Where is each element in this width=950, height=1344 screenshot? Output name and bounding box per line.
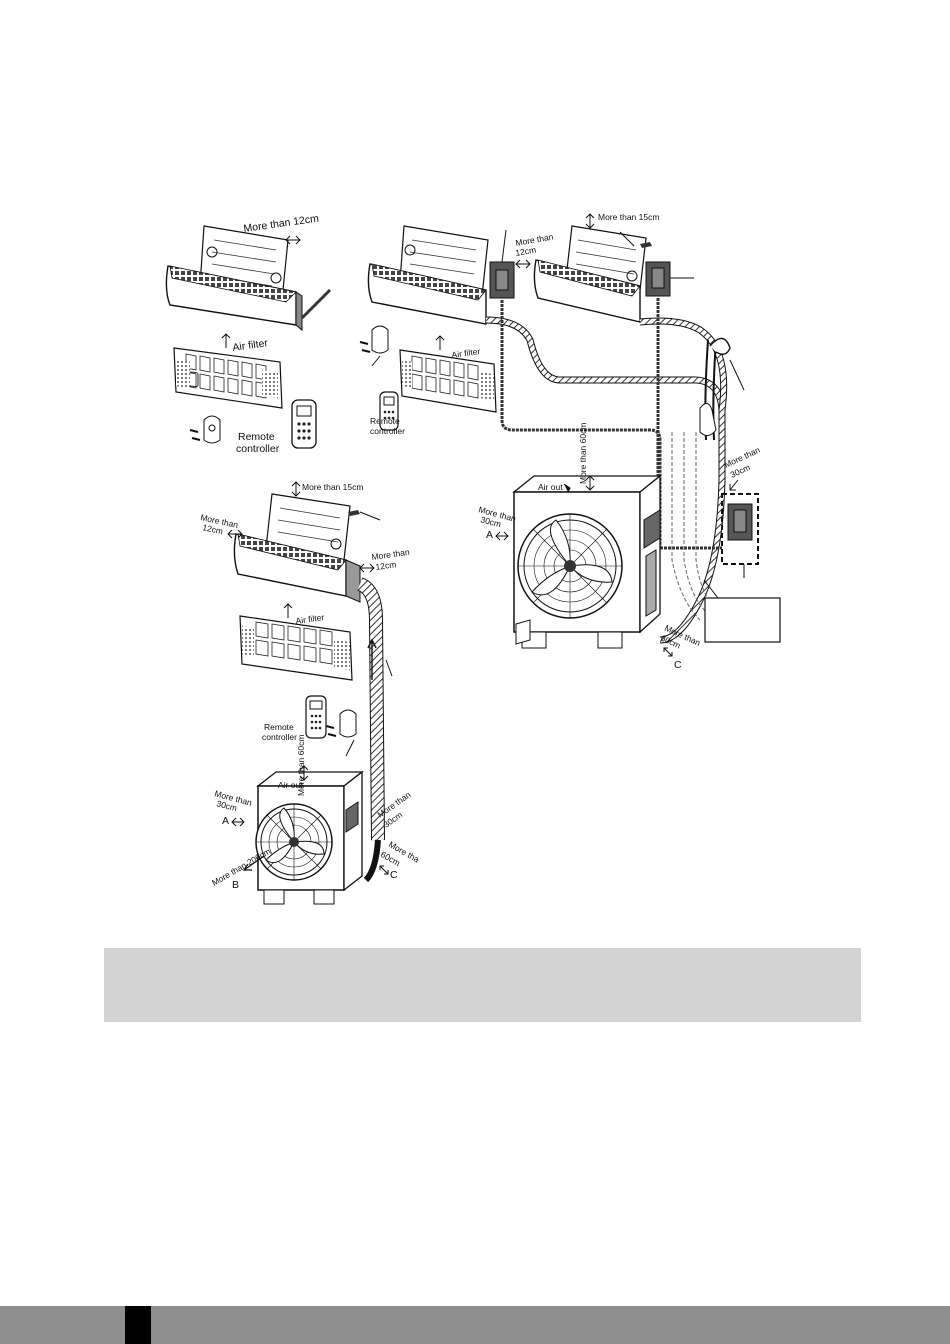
tr-15cm-label: More than 15cm: [598, 212, 659, 222]
outdoor-switch-box: [703, 493, 759, 599]
indoor-unit-bottom-left: [233, 493, 381, 603]
tr-remote-label: Remote: [370, 416, 400, 426]
switch-box-b: [645, 261, 694, 297]
piping-bottom-left: [356, 577, 393, 883]
tl-air-filter-label: Air filter: [232, 337, 269, 354]
tr-air-filter-label: Air filter: [451, 346, 481, 360]
bl-60cm-label: More than 60cm: [296, 735, 306, 796]
tl-remote-label: Remote: [238, 431, 275, 443]
remote-holder-top-left: [189, 415, 221, 444]
air-filter-top-left: [173, 333, 283, 409]
outdoor-unit-top-right: [512, 474, 662, 649]
bl-a-label: A: [222, 815, 229, 827]
air-filter-top-right: [399, 335, 497, 413]
bl-15cm-label: More than 15cm: [302, 482, 363, 492]
bl-air-filter-label: Air filter: [295, 612, 325, 626]
switch-box-a: [489, 229, 515, 299]
tr-controller-label: controller: [370, 426, 405, 436]
remote-controller-top-right: [379, 391, 399, 431]
tr-a-label: A: [486, 529, 493, 541]
tr-air-out-label: Air out: [538, 482, 563, 492]
note-box: [104, 948, 861, 1022]
footer-bar: [0, 1306, 950, 1344]
air-filter-bottom-left: [239, 603, 353, 681]
tl-controller-label: controller: [236, 443, 280, 455]
bl-12cm-label-b: 12cm: [202, 522, 224, 536]
bl-air-out-label: Air out: [278, 780, 303, 790]
tr-12cm-label-b: 12cm: [515, 245, 537, 258]
callout-box: [704, 597, 781, 643]
tr-c-label: C: [674, 659, 682, 671]
footer-page-tab: [125, 1306, 151, 1344]
bl-remote-label: Remote: [264, 722, 294, 732]
indoor-unit-top-left: [165, 225, 332, 332]
remote-controller-bottom-left: [305, 695, 327, 739]
tr-60cm-label: More than 60cm: [578, 423, 588, 484]
remote-holder-bottom-left: [325, 709, 357, 757]
tr-15cm-arrow: [585, 213, 595, 229]
indoor-unit-top-right-b: [533, 225, 652, 323]
bl-right-12cm-label: 12cm: [375, 559, 397, 572]
indoor-unit-top-right-a: [367, 225, 489, 325]
bl-c-label: C: [390, 869, 398, 881]
remote-controller-top-left: [291, 399, 317, 449]
tl-clearance-label: More than 12cm: [243, 212, 320, 234]
bl-controller-label: controller: [262, 732, 297, 742]
outdoor-unit-bottom-left: [255, 770, 364, 905]
remote-holder-top-right: [359, 325, 389, 367]
bl-b-label: B: [232, 879, 239, 891]
pipe-hook: [699, 337, 745, 436]
